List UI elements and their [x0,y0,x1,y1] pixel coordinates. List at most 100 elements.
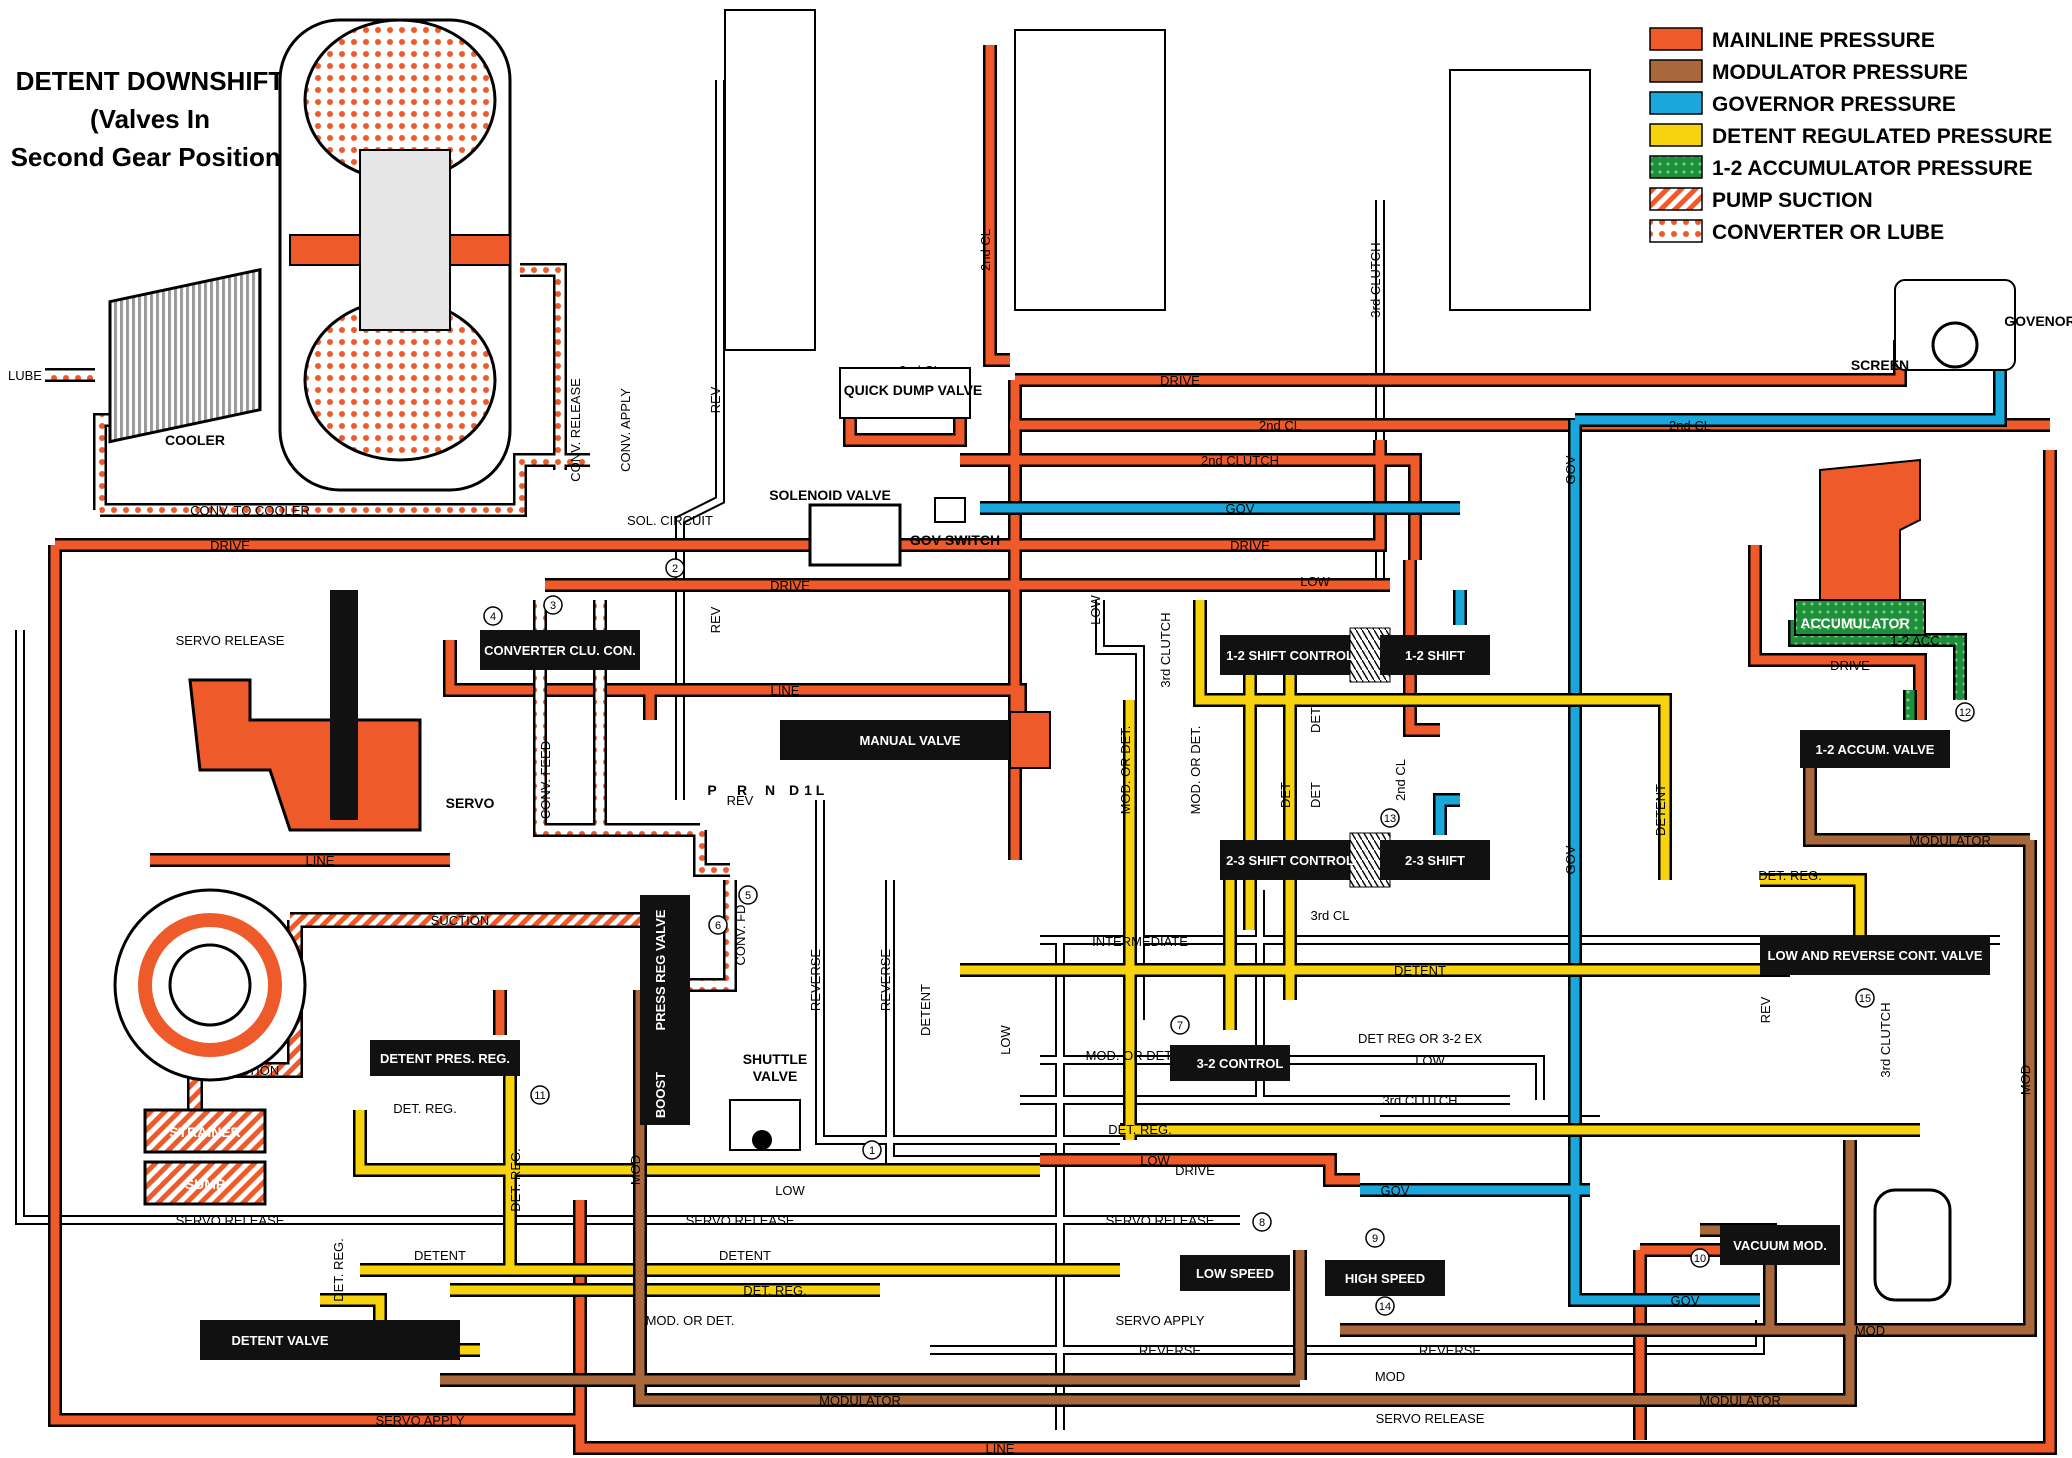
shuttle-ball [752,1130,772,1150]
detent-pres-reg-label: DETENT PRES. REG. [380,1051,510,1066]
label-reverse: REVERSE [1419,1343,1481,1358]
shift-23-control-body [1220,840,1360,880]
check-ball-label-4: 4 [490,611,496,623]
label-2nd-clutch: 2nd CLUTCH [1201,453,1279,468]
label-det: DET [1308,707,1323,733]
label-detent: DETENT [719,1248,771,1263]
label-suction: SUCTION [431,913,490,928]
label-3rd-clutch: 3rd CLUTCH [1368,242,1383,317]
check-ball-11 [530,1085,550,1105]
low-reverse-body [1760,935,1990,975]
check-ball-label-3: 3 [550,600,556,612]
label-drive: DRIVE [210,538,250,553]
label-conv-to-cooler: CONV. TO COOLER [190,503,310,518]
label-low: LOW [775,1183,805,1198]
second-clutch-outline [1014,29,1166,311]
legend-item-suction: PUMP SUCTION [1649,187,1873,212]
label-drive: DRIVE [1175,1163,1215,1178]
control-32-valve: 3-2 CONTROL [1170,1045,1290,1081]
check-ball-label-6: 6 [715,920,721,932]
label-mod: MOD [628,1155,643,1185]
shuttle-label-1: SHUTTLE [743,1051,808,1067]
accum-12-valve: 1-2 ACCUM. VALVE [1800,730,1950,768]
gov-switch-body [934,497,966,523]
torque-converter [278,18,512,492]
check-ball-label-9: 9 [1372,1233,1378,1245]
label-low: LOW [1140,1153,1170,1168]
pump-hub [168,943,252,1027]
check-ball-label-14: 14 [1379,1301,1391,1313]
gear-position-1: 1 [804,782,812,798]
label-low: LOW [1300,574,1330,589]
legend-label-suction: PUMP SUCTION [1712,189,1873,212]
label-3rd-clutch: 3rd CLUTCH [1382,1093,1457,1108]
label-modulator: MODULATOR [1909,833,1991,848]
label-detent: DETENT [918,984,933,1036]
high-speed-label: HIGH SPEED [1345,1271,1425,1286]
check-ball-1 [862,1140,882,1160]
servo: SERVO [188,590,494,832]
label-drive: DRIVE [1830,658,1870,673]
label-mod: MOD [1855,1323,1885,1338]
label-2nd-cl: 2nd CL [1393,759,1408,801]
shuttle-label-2: VALVE [753,1068,798,1084]
legend-item-detent: DETENT REGULATED PRESSURE [1649,123,2052,148]
label-mod: MOD [1375,1369,1405,1384]
accum-12-body [1800,730,1950,768]
label-detent: DETENT [1653,784,1668,836]
shift-12-control-body [1220,635,1360,675]
manual-valve: MANUAL VALVE [780,711,1051,769]
label-gov: GOV [1226,501,1255,516]
gear-position-l: L [816,782,825,798]
check-ball-2 [665,558,685,578]
label-servo-release: SERVO RELEASE [176,633,285,648]
gear-position-d: D [789,782,799,798]
label-servo-apply: SERVO APPLY [1115,1313,1204,1328]
check-ball-6 [708,915,728,935]
label-servo-release: SERVO RELEASE [1106,1213,1215,1228]
cooler-core [108,267,262,444]
detent-valve-label: DETENT VALVE [231,1333,328,1348]
check-ball-3 [543,595,563,615]
shift-12-control-label: 1-2 SHIFT CONTROL [1226,648,1354,663]
check-ball-4 [483,606,503,626]
vacuum-mod-diaphragm [1873,1188,1952,1302]
label-2nd-cl: 2nd CL [978,229,993,271]
check-ball-7 [1170,1015,1190,1035]
shift-23-body [1380,840,1490,880]
title-line-3: Second Gear Position) [11,142,290,172]
sump-box [143,1160,267,1206]
shift-12-valve: 1-2 SHIFT [1380,635,1490,675]
gov-switch-label: GOV SWITCH [910,532,1000,548]
label-intermediate: INTERMEDIATE [1092,934,1188,949]
valve-bodies: CONVERTER CLU. CON. MANUAL VALVE P R N D… [200,627,1990,1360]
label-3rd-cl: 3rd CL [1310,908,1349,923]
accumulator-label: ACCUMULATOR [1800,615,1909,631]
label-det: DET [1308,782,1323,808]
control-32-body [1170,1045,1290,1081]
legend-label-mainline: MAINLINE PRESSURE [1712,29,1935,52]
shift-23-control-label: 2-3 SHIFT CONTROL [1226,853,1354,868]
label-conv-apply: CONV. APPLY [618,388,633,472]
label-servo-apply: SERVO APPLY [375,1413,464,1428]
check-ball-label-5: 5 [745,890,751,902]
legend-swatch-governor [1649,91,1703,115]
pump [113,888,307,1082]
solenoid-valve: SOLENOID VALVE GOV SWITCH [769,487,1000,567]
legend-label-modulator: MODULATOR PRESSURE [1712,61,1968,84]
accumulator-body [1819,458,1921,601]
label-det-reg-or-32ex: DET REG OR 3-2 EX [1358,1031,1482,1046]
low-speed-valve: LOW SPEED [1180,1255,1290,1291]
label-rev: REV [727,793,754,808]
high-speed-valve: HIGH SPEED [1325,1260,1445,1296]
cooler: COOLER LUBE [8,267,262,448]
legend-swatch-mainline [1649,27,1703,51]
label-low: LOW [998,1024,1013,1054]
label-servo-release: SERVO RELEASE [1376,1411,1485,1426]
governor: GOVENOR SCREEN [1851,279,2072,373]
shift-23-valve: 2-3 SHIFT [1380,840,1490,880]
label-conv-feed: CONV. FEED [538,741,553,819]
label-reverse: REVERSE [1139,1343,1201,1358]
check-ball-label-13: 13 [1384,813,1396,825]
shift-23-control-valve: 2-3 SHIFT CONTROL [1220,832,1391,888]
